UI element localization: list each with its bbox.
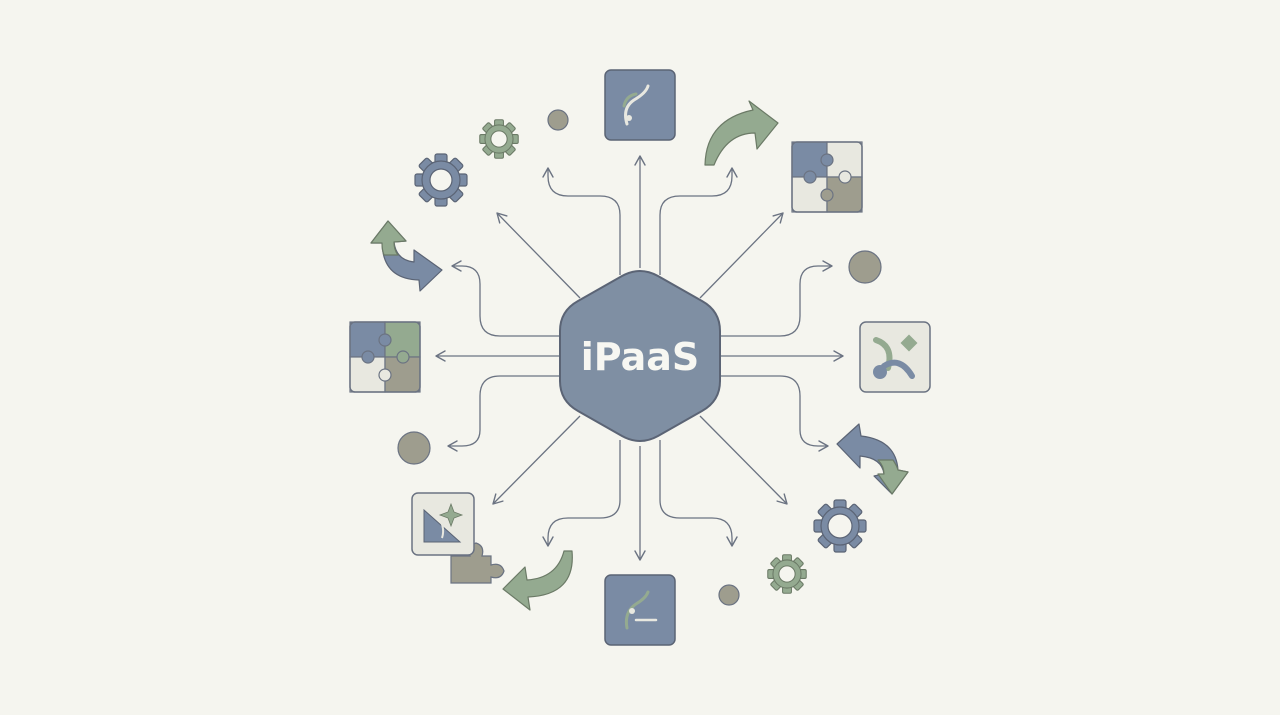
gear-icon <box>479 119 519 159</box>
curve-right-lower <box>715 375 829 452</box>
curve-left-lower <box>447 375 565 452</box>
shapes-tile-icon <box>859 321 931 393</box>
curved-arrow-icon <box>704 100 779 166</box>
curve-right-upper <box>715 260 833 337</box>
gear-icon <box>813 499 867 553</box>
dot-icon <box>397 431 431 465</box>
curve-top-right <box>659 167 738 275</box>
app-tile-icon <box>604 574 676 646</box>
curved-arrow-icon <box>370 220 443 292</box>
curve-bottom-left <box>542 440 621 547</box>
triangle-sparkle-tile-icon <box>411 492 475 556</box>
ipaas-hub: iPaaS <box>559 270 721 442</box>
hub-hexagon <box>559 270 721 442</box>
connector-upper-left <box>496 212 581 299</box>
hub-label: iPaaS <box>581 335 700 379</box>
puzzle-icon <box>791 141 863 213</box>
connector-upper-right <box>699 212 784 299</box>
connector-lower-left <box>492 415 581 505</box>
curve-left-upper <box>451 260 565 337</box>
dot-icon <box>848 250 882 284</box>
curved-connectors <box>447 167 833 547</box>
app-tile-icon <box>604 69 676 141</box>
connector-lower-right <box>699 415 788 505</box>
gear-icon <box>767 554 807 594</box>
curved-arrow-icon <box>502 550 573 611</box>
connector-lines <box>435 155 844 561</box>
curved-arrow-icon <box>836 423 909 495</box>
dot-icon <box>718 584 740 606</box>
gear-icon <box>414 153 468 207</box>
curve-top-left <box>542 167 621 275</box>
curve-bottom-right <box>659 440 738 547</box>
puzzle-icon <box>349 321 421 393</box>
dot-icon <box>547 109 569 131</box>
